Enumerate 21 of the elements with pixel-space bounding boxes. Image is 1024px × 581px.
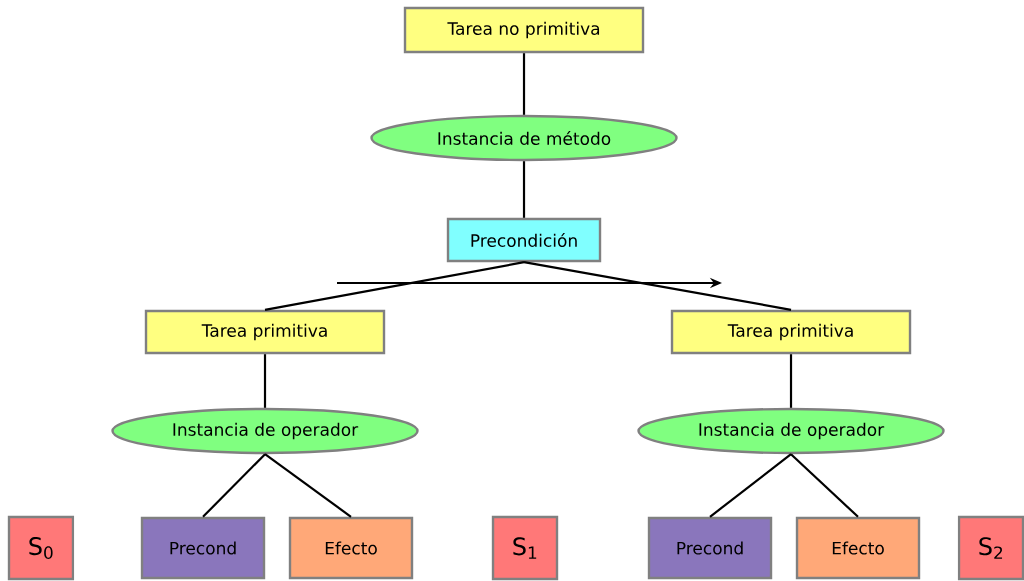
connector-line: [789, 354, 793, 408]
connector-line: [263, 354, 267, 408]
connector-line: [264, 453, 352, 518]
effect-box: Efecto: [795, 516, 921, 580]
precondition-box: Precond: [647, 516, 773, 580]
task-box: Tarea primitiva: [144, 309, 386, 355]
connector-line: [790, 453, 859, 518]
effect-box: Efecto: [288, 516, 414, 580]
task-box: Tarea primitiva: [670, 309, 912, 355]
precondition-box: Precond: [140, 516, 266, 580]
connector-line: [202, 453, 266, 518]
task-box: Tarea no primitiva: [403, 6, 645, 54]
connector-line: [523, 261, 792, 311]
connector-line: [522, 161, 526, 218]
connector-line: [709, 453, 792, 518]
state-box: S$_{0}$: [7, 515, 75, 581]
connector-line: [264, 261, 525, 311]
condition-box: Precondición: [446, 217, 602, 263]
connector-line: [522, 53, 526, 115]
state-box: S$_{2}$: [957, 515, 1024, 581]
state-box: S$_{1}$: [491, 515, 559, 581]
